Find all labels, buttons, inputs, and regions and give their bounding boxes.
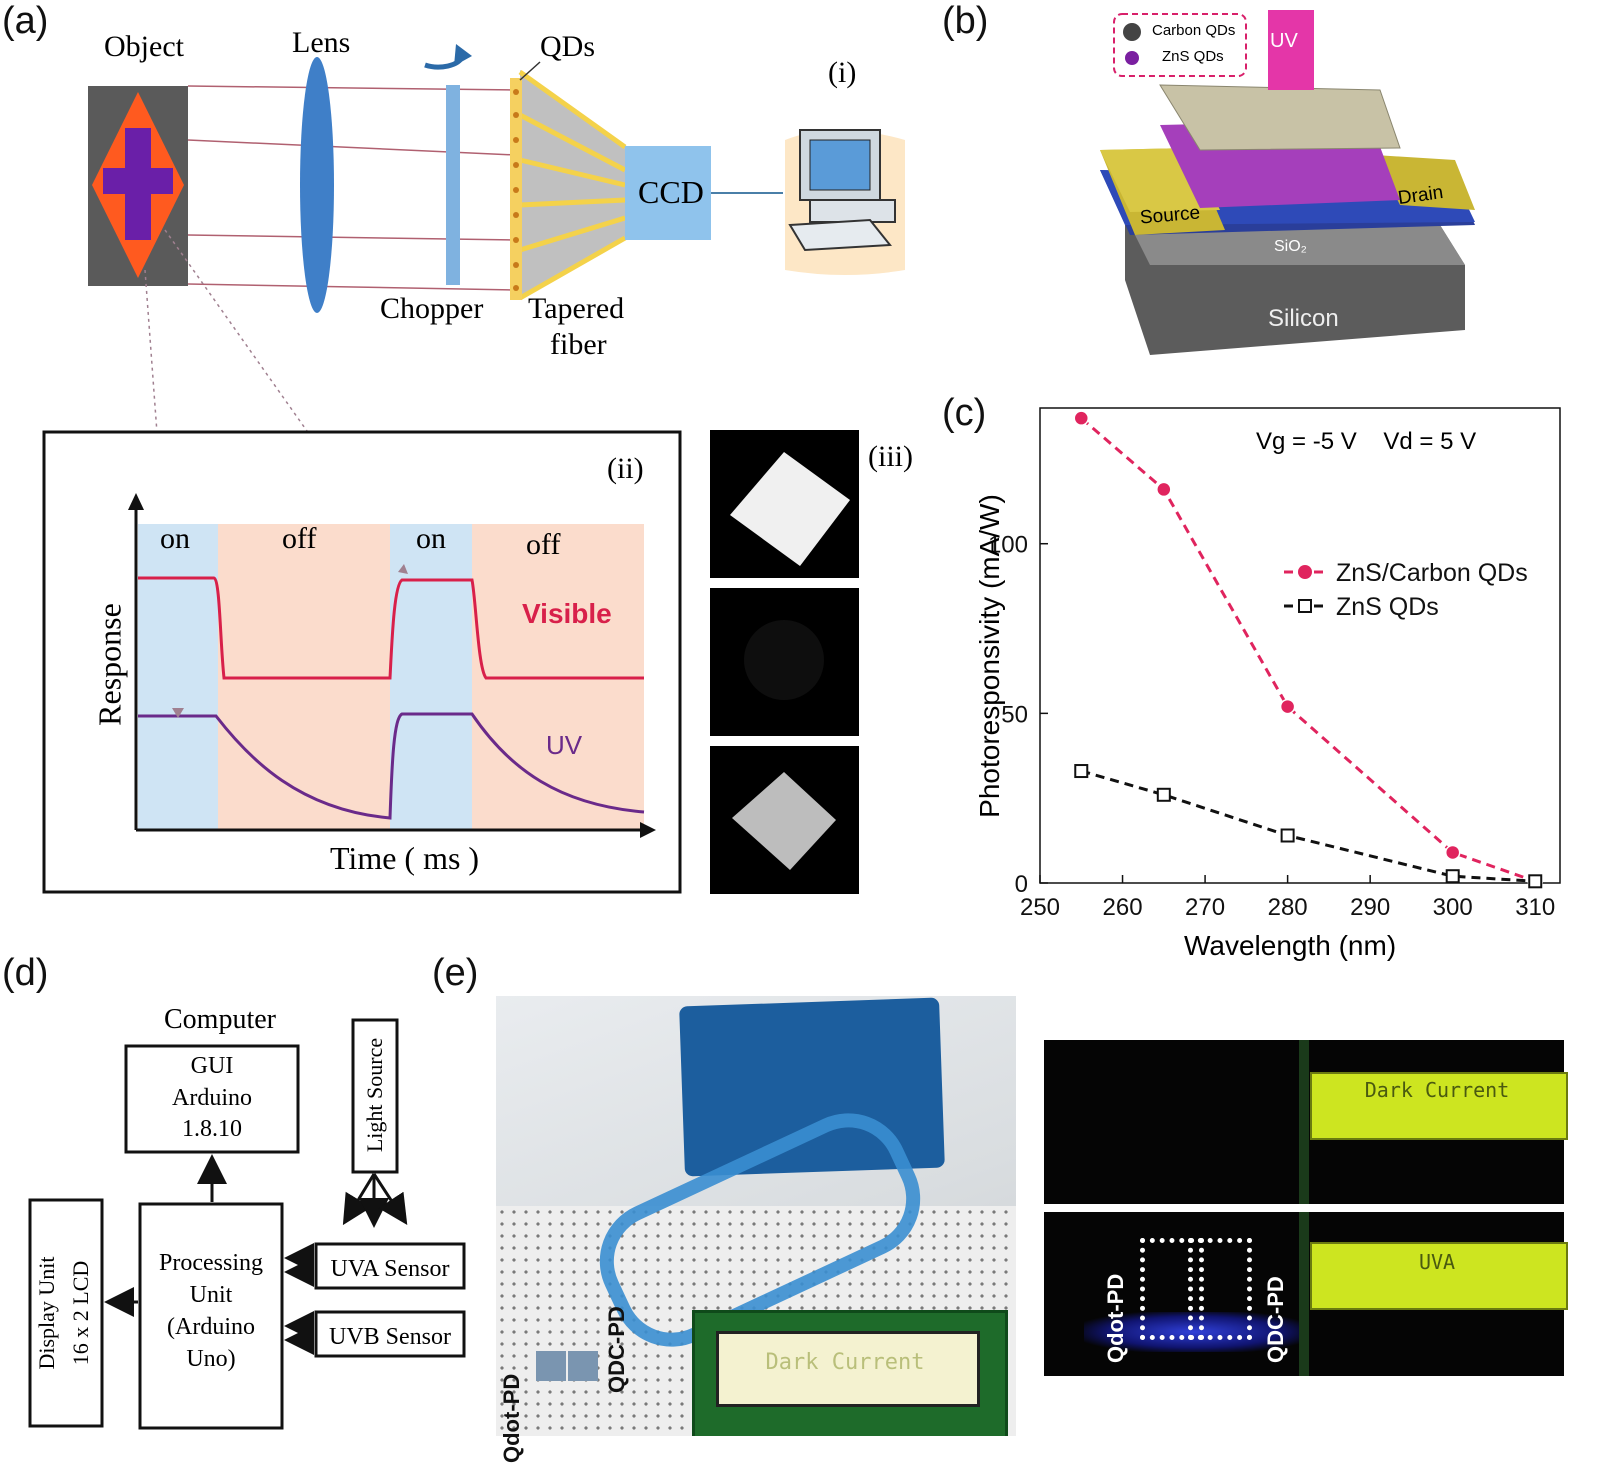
chart-annotation: Vg = -5 V Vd = 5 V [1256,428,1477,455]
series-point [1156,787,1171,802]
ccd-box [625,146,711,240]
panel-label-a: (a) [2,0,49,42]
gui-label-1: GUI [190,1053,234,1079]
display-label-1: Display Unit [34,1256,59,1370]
chopper-shape [446,85,460,285]
silicon-label: Silicon [1268,305,1339,332]
panel-label-d: (d) [2,952,49,994]
lcd-screen-1 [716,1331,980,1407]
processing-label-3: (Arduino [167,1314,255,1340]
legend-label: ZnS/Carbon QDs [1336,559,1528,587]
display-label-2: 16 x 2 LCD [68,1260,93,1366]
qdc-pd-label: QDC-PD [604,1306,629,1393]
panel-d-block-diagram [28,1018,466,1430]
computer-label: Computer [164,1004,276,1035]
on-label-1: on [160,522,190,555]
x-tick-label: 270 [1185,894,1225,921]
lcd1-text: Dark Current [765,1350,925,1375]
light-source-box [351,1018,399,1174]
gui-label-2: Arduino [172,1085,252,1111]
processing-box [138,1202,284,1430]
chart-ylabel: Photoresponsivity (mA/W) [974,494,1005,818]
gui-label-3: 1.8.10 [182,1116,242,1142]
fiber-label: fiber [550,328,607,361]
chart-xlabel: Wavelength (nm) [1184,930,1397,961]
series-point [1528,874,1543,889]
chopper-label: Chopper [380,292,484,325]
series-point [1156,481,1172,498]
lcd3-text: UVA [1418,1250,1456,1274]
response-ylabel: Response [91,603,128,726]
processing-label-2: Unit [189,1282,233,1308]
series-line-0 [1080,417,1536,883]
off-label-2: off [526,528,561,561]
pd-dotted-box-1 [1140,1238,1204,1340]
time-xlabel: Time ( ms ) [330,840,480,876]
x-tick-label: 310 [1515,894,1555,921]
series-point [1444,844,1461,861]
object-label: Object [104,30,184,63]
light-source-label: Light Source [362,1037,387,1153]
lcd2-text: Dark Current [1364,1078,1510,1102]
uvb-sensor-box [314,1310,466,1358]
uva-photo [1044,1212,1568,1376]
uv-label: UV [546,730,583,760]
plot-frame [1039,407,1561,884]
panel-label-b: (b) [942,0,989,42]
off-label-1: off [282,522,317,555]
y-tick-label: 100 [988,532,1028,559]
uva-sensor-label: UVA Sensor [330,1256,450,1282]
qdc-pd-label-2: QDC-PD [1263,1276,1288,1363]
panel-a-iii-label: (iii) [868,440,913,473]
qds-label: QDs [540,30,596,63]
uv-beam-label: UV [1270,30,1298,52]
panel-a-i-label: (i) [828,56,857,89]
tapered-label: Tapered [528,292,625,325]
lens-label: Lens [292,26,351,59]
x-tick-label: 250 [1020,894,1060,921]
display-box [28,1198,104,1428]
panel-a-diagram [42,44,905,894]
y-tick-label: 50 [1001,701,1028,728]
panel-label-c: (c) [942,392,987,434]
visible-label: Visible [522,598,612,629]
series-point [1074,764,1089,779]
lens-shape [300,57,334,313]
sio2-label: SiO₂ [1274,238,1307,255]
computer-icon [785,129,905,275]
legend-marker [1298,599,1312,613]
processing-label-4: Uno) [186,1346,236,1372]
qdot-pd-label-2: Qdot-PD [1103,1273,1128,1363]
series-point [1280,828,1295,843]
x-tick-label: 280 [1268,894,1308,921]
gui-box [124,1044,300,1154]
dark-current-photo [1044,1040,1568,1204]
processing-label-1: Processing [159,1250,263,1276]
panel-a-ii-label: (ii) [607,452,644,485]
series-point [1279,698,1296,715]
photoresponsivity-chart: 250 260 270 280 290 300 310 0 50 100 ZnS/Carbon Q… [988,407,1561,921]
series-point [1073,410,1090,426]
uva-sensor-box [314,1242,466,1290]
x-tick-label: 260 [1103,894,1143,921]
zns-qds-legend: ZnS QDs [1162,48,1224,65]
panel-b-device-diagram [1100,10,1475,355]
series-point [1445,869,1460,884]
panel-label-e: (e) [432,952,479,994]
pd-dotted-box-2 [1188,1238,1252,1340]
qdot-pd-label: Qdot-PD [499,1373,524,1463]
x-tick-label: 300 [1433,894,1473,921]
series-line-1 [1080,769,1536,883]
legend-label: ZnS QDs [1336,593,1439,621]
ccd-label: CCD [638,174,704,210]
arduino-photo [496,996,1016,1436]
uvb-sensor-label: UVB Sensor [328,1324,451,1350]
carbon-qds-legend: Carbon QDs [1152,22,1236,39]
x-tick-label: 290 [1350,894,1390,921]
on-label-2: on [416,522,446,555]
y-tick-label: 0 [1015,871,1028,898]
legend-marker [1298,565,1312,579]
